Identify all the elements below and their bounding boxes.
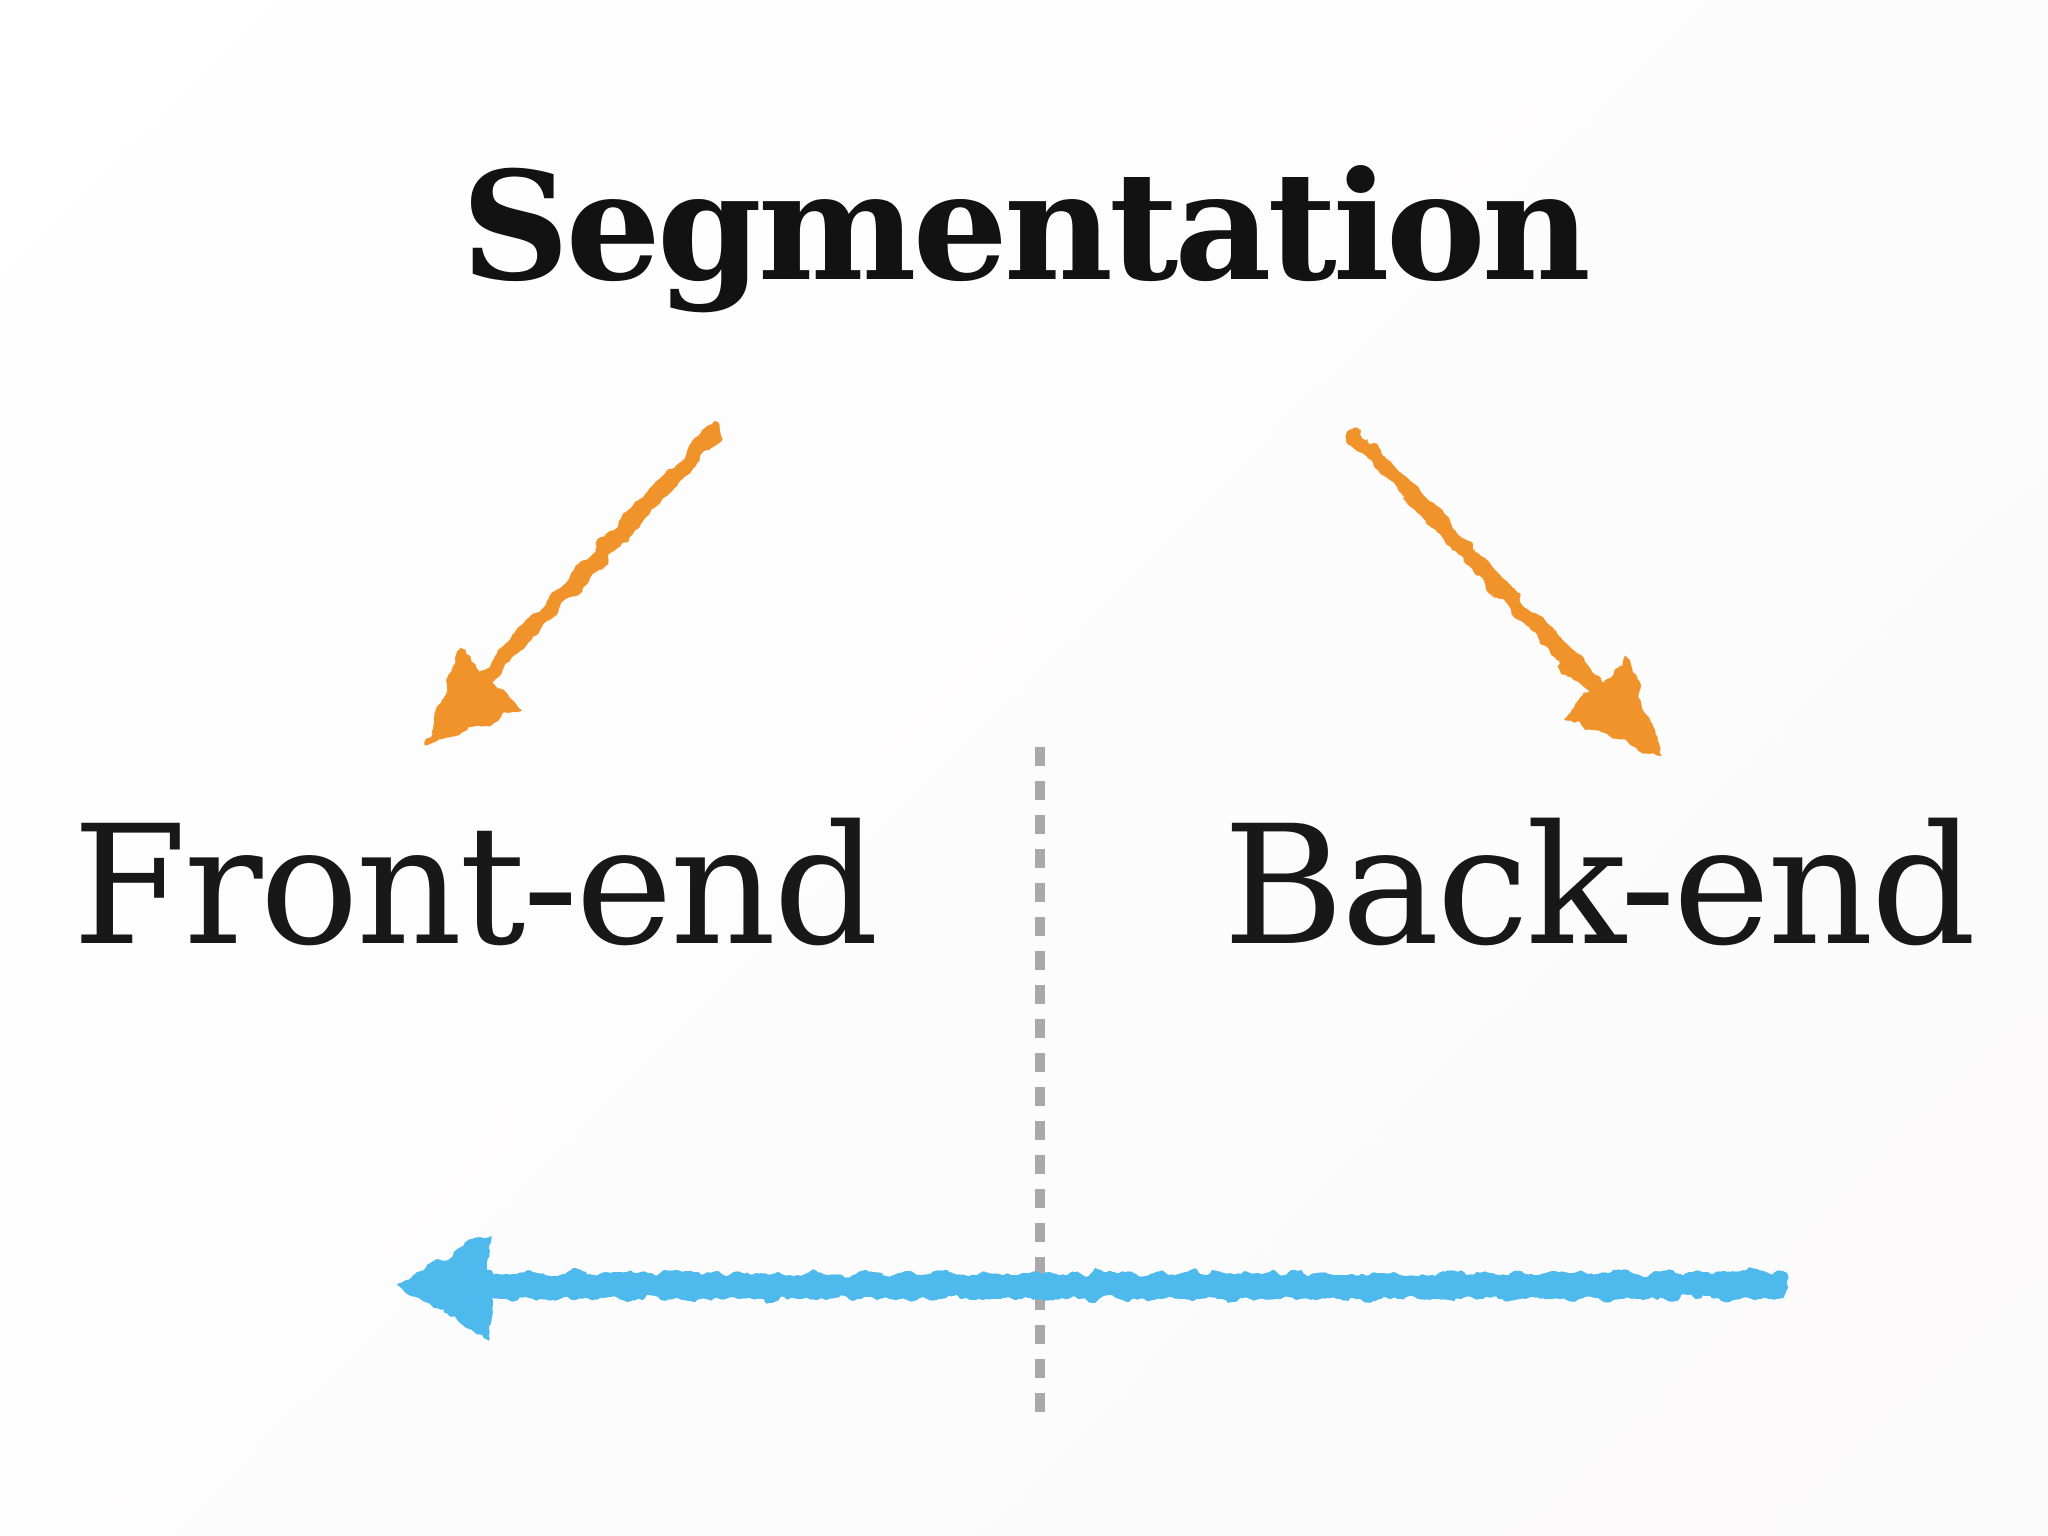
crayon-arrow-down-left-head-icon — [425, 650, 521, 748]
front-end-label: Front-end — [72, 790, 879, 982]
page-title: Segmentation — [461, 139, 1591, 315]
crayon-arrow-down-right-head-icon — [1564, 658, 1662, 757]
crayon-arrow-down-left-icon — [465, 422, 725, 699]
back-end-label: Back-end — [1222, 790, 1976, 982]
crayon-arrow-down-right-icon — [1346, 427, 1619, 711]
crayon-arrow-left-head-icon — [397, 1231, 489, 1341]
